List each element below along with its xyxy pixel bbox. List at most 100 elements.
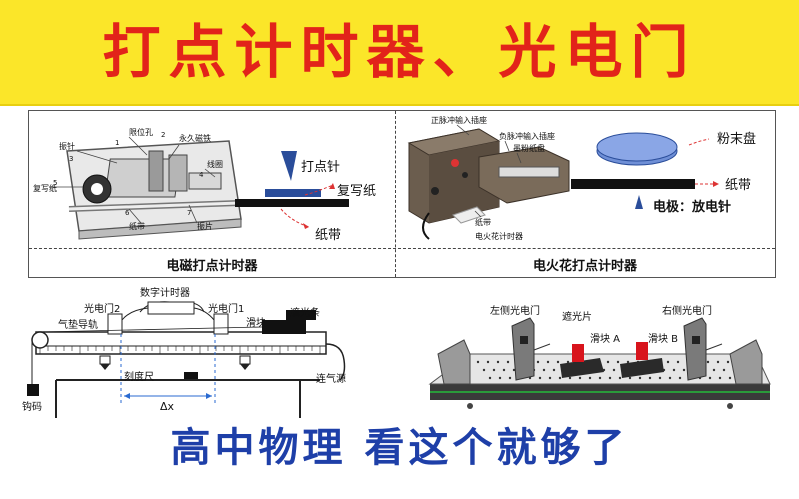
air-hole xyxy=(708,376,712,380)
air-hole xyxy=(482,368,486,372)
air-hole xyxy=(538,376,542,380)
spark-part-label: 电火花计时器 xyxy=(475,231,523,241)
air-hole xyxy=(616,360,620,364)
label-scale: 刻度尺 xyxy=(124,370,154,383)
left-photogate xyxy=(511,317,551,381)
air-hole xyxy=(566,360,570,364)
air-hole xyxy=(666,360,670,364)
air-hole xyxy=(548,376,552,380)
air-hole xyxy=(578,376,582,380)
pulley xyxy=(31,331,49,349)
photogate-2 xyxy=(107,313,123,335)
part-number: 2 xyxy=(161,131,165,139)
air-hole xyxy=(716,360,720,364)
slider xyxy=(262,320,306,334)
air-hose xyxy=(325,343,346,381)
air-hole xyxy=(588,376,592,380)
air-hole xyxy=(706,360,710,364)
part-label: 线圈 xyxy=(207,159,223,169)
air-hole xyxy=(606,360,610,364)
page-title: 打点计时器、光电门 xyxy=(102,18,697,86)
part-number: 1 xyxy=(115,139,119,147)
label-slider-b: 滑块 B xyxy=(648,333,678,345)
label-carbon-paper: 复写纸 xyxy=(337,184,376,199)
footer-caption: 高中物理 看这个就够了 xyxy=(170,425,629,471)
part-label: 纸带 xyxy=(129,221,145,231)
air-hole xyxy=(476,360,480,364)
label-air-source: 连气源 xyxy=(316,372,346,385)
label-electrode: 电极：放电针 xyxy=(653,199,731,215)
air-hole xyxy=(726,360,730,364)
label-right-gate: 右侧光电门 xyxy=(662,304,712,317)
label-air-track: 气垫导轨 xyxy=(58,318,98,331)
label-photogate-1: 光电门1 xyxy=(208,302,244,315)
air-hole xyxy=(558,376,562,380)
light-shade xyxy=(286,310,316,320)
caption-spark-timer: 电火花打点计时器 xyxy=(532,259,637,274)
part-label: 复写纸 xyxy=(33,183,57,193)
spark-schematic xyxy=(571,132,719,209)
air-hole xyxy=(546,360,550,364)
air-hole xyxy=(648,376,652,380)
air-track xyxy=(35,331,327,355)
spark-part-label: 纸带 xyxy=(475,217,491,227)
air-hole xyxy=(676,360,680,364)
part-number: 7 xyxy=(187,209,191,217)
air-hole xyxy=(496,360,500,364)
caption-electromagnetic-timer: 电磁打点计时器 xyxy=(166,259,258,274)
label-left-gate: 左侧光电门 xyxy=(490,304,540,317)
leader-lines xyxy=(49,136,216,224)
label-spark-tape: 纸带 xyxy=(725,178,751,193)
air-hole xyxy=(552,368,556,372)
air-hole xyxy=(568,376,572,380)
air-hole xyxy=(668,376,672,380)
part-number: 4 xyxy=(199,171,204,179)
air-hole xyxy=(608,376,612,380)
air-hole xyxy=(488,376,492,380)
label-delta-x: Δx xyxy=(160,400,175,413)
slider-b xyxy=(620,342,664,378)
air-hole xyxy=(506,360,510,364)
scale-ticks xyxy=(39,346,321,354)
air-hole xyxy=(618,376,622,380)
air-hole xyxy=(542,368,546,372)
air-hole xyxy=(678,376,682,380)
label-needle: 打点针 xyxy=(301,160,340,175)
slider-a xyxy=(560,344,604,378)
air-hole xyxy=(492,368,496,372)
air-hole xyxy=(502,368,506,372)
label-slider: 滑块 xyxy=(246,317,266,329)
part-label: 振片 xyxy=(197,221,213,231)
spark-timer-device xyxy=(407,128,570,240)
air-hole xyxy=(536,360,540,364)
label-photogate-2: 光电门2 xyxy=(84,302,120,315)
air-hole xyxy=(658,376,662,380)
air-hole xyxy=(556,360,560,364)
air-hole xyxy=(638,376,642,380)
air-hole xyxy=(612,368,616,372)
air-hole xyxy=(722,368,726,372)
hook-weight xyxy=(27,384,39,396)
part-label: 永久磁铁 xyxy=(179,133,211,143)
part-label: 限位孔 xyxy=(129,127,153,137)
panel-divider-vertical xyxy=(395,111,396,277)
label-light-shade: 遮光条 xyxy=(290,306,320,319)
label-paper-tape: 纸带 xyxy=(315,228,341,243)
digital-timer xyxy=(147,301,195,315)
air-hole xyxy=(682,368,686,372)
label-shade: 遮光片 xyxy=(562,310,592,323)
photogate-1 xyxy=(213,313,229,335)
part-number: 6 xyxy=(125,209,130,217)
air-hole xyxy=(672,368,676,372)
spark-part-label: 负脉冲输入插座 xyxy=(499,131,555,141)
air-hole xyxy=(712,368,716,372)
part-label: 振针 xyxy=(59,141,75,151)
air-hole xyxy=(508,376,512,380)
